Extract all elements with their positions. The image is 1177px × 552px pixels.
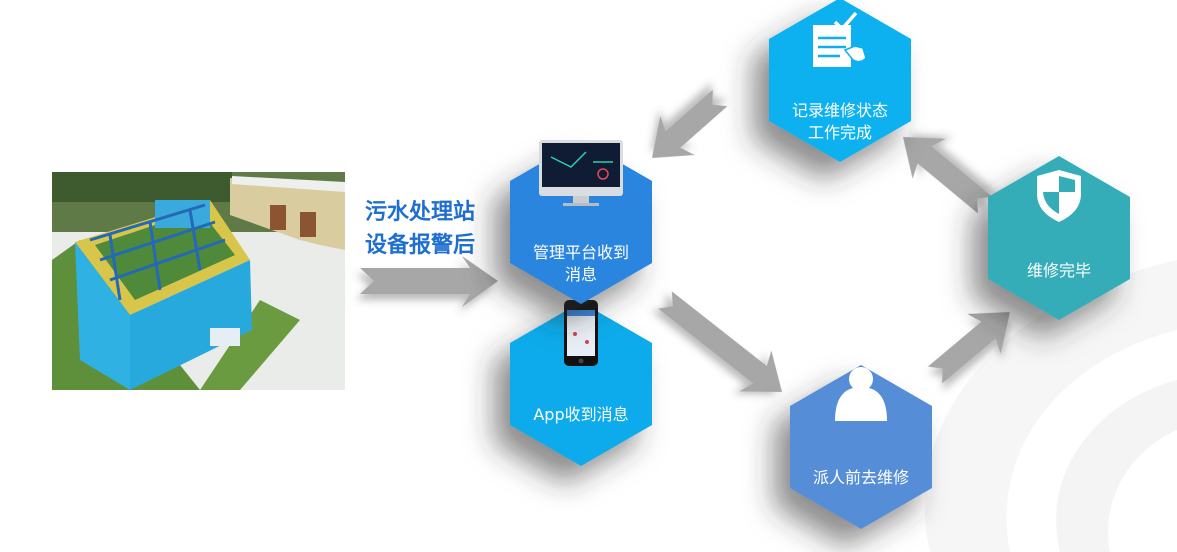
hexagon — [988, 156, 1130, 320]
hexagon — [510, 302, 652, 466]
intro-line-1: 污水处理站 — [365, 199, 475, 225]
clipboard-check-icon — [813, 11, 867, 67]
background-swirl — [1056, 380, 1177, 552]
main-arrow — [360, 256, 498, 307]
flow-arrow — [927, 312, 1011, 384]
step-label: App收到消息 — [533, 405, 628, 424]
smartphone-icon — [564, 300, 598, 366]
shield-icon — [1037, 170, 1081, 222]
background-swirl — [924, 260, 1177, 552]
flow-arrow — [903, 136, 993, 214]
person-icon — [835, 367, 887, 421]
step-app: App收到消息 — [510, 300, 652, 466]
hexagon — [790, 365, 932, 529]
step-label: 派人前去维修 — [813, 468, 909, 487]
intro-line-2: 设备报警后 — [365, 232, 475, 258]
step-label: 工作完成 — [808, 123, 872, 142]
hexagon — [769, 0, 911, 162]
step-label: 管理平台收到 — [533, 243, 629, 262]
wastewater-station-photo — [52, 172, 345, 390]
flow-arrow — [658, 291, 782, 392]
step-complete: 维修完毕 — [988, 156, 1130, 320]
flow-arrow — [651, 89, 728, 158]
step-dispatch: 派人前去维修 — [790, 365, 932, 529]
monitor-icon — [539, 140, 623, 206]
step-label: 维修完毕 — [1027, 261, 1091, 280]
step-label: 记录维修状态 — [792, 101, 888, 120]
step-label: 消息 — [565, 265, 597, 284]
